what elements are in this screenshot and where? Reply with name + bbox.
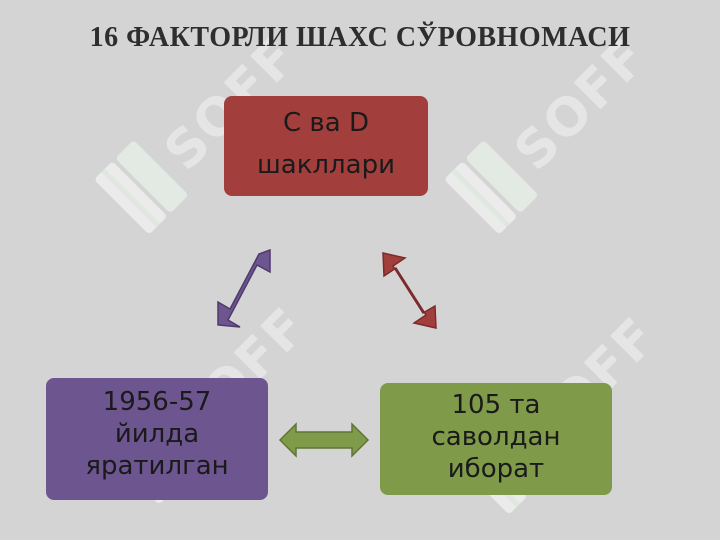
page-title: 16 ФАКТОРЛИ ШАХС СЎРОВНОМАСИ [89, 22, 631, 53]
node-left-line3: яратилган [85, 451, 229, 481]
node-top: С ва D шакллари [224, 96, 428, 196]
node-top-line2: шакллари [257, 150, 395, 180]
double-arrow-icon-bottom [278, 422, 370, 458]
node-left-line1: 1956-57 [102, 387, 212, 417]
node-left: 1956-57 йилда яратилган [46, 378, 268, 500]
double-arrow-icon-top-left [217, 248, 271, 328]
node-right-line1: 105 та [451, 390, 541, 420]
double-arrow-icon-top-right [382, 252, 437, 329]
node-right-line2: саволдан [431, 422, 561, 452]
node-right-line3: иборат [447, 454, 545, 484]
node-top-line1: С ва D [283, 108, 369, 138]
node-right: 105 та саволдан иборат [380, 383, 612, 495]
node-left-line2: йилда [114, 419, 200, 449]
